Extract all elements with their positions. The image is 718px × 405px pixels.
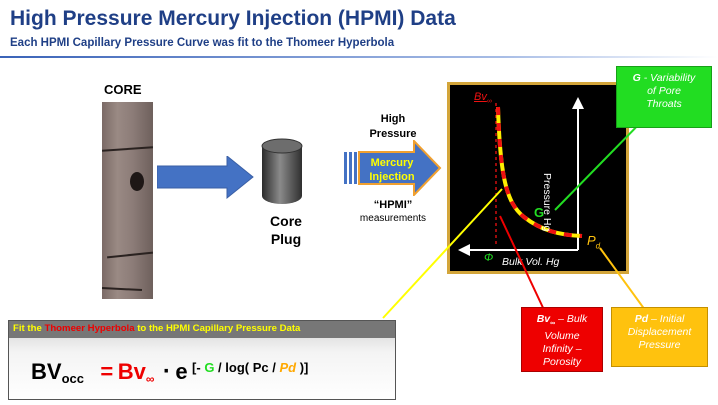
- pd-callout-line2: Displacement: [627, 326, 692, 338]
- bv-callout: Bv∞ – Bulk Volume Infinity – Porosity: [521, 307, 603, 372]
- bv-callout-line1: – Bulk: [555, 313, 588, 325]
- eq-exp-open: [-: [192, 360, 205, 375]
- plot-g-label: G: [534, 205, 545, 220]
- mercury-line: Mercury: [370, 157, 414, 169]
- plot-bv-label: Bv∞: [474, 91, 492, 106]
- eq-exp-g: G: [204, 360, 215, 375]
- core-plug-label: Core Plug: [262, 212, 310, 248]
- core-sample-image: [101, 102, 154, 299]
- eq-lhs-sub: occ: [61, 371, 84, 387]
- pd-leader-line: [599, 247, 646, 311]
- plug-label-line1: Core: [270, 213, 302, 229]
- hpmi-measurements-label: “HPMI” measurements: [350, 199, 436, 225]
- plot-pd-label: Pd: [587, 233, 601, 251]
- eq-bv-sub: ∞: [145, 372, 155, 387]
- pd-callout-line3: Pressure: [638, 339, 681, 351]
- pd-callout: Pd – Initial Displacement Pressure: [611, 307, 708, 367]
- bv-callout-line3: Infinity –: [542, 343, 582, 356]
- thomeer-equation: BVocc = Bv∞ · e [- G / log( Pc / Pd )]: [31, 358, 308, 386]
- plot-x-axis-label: Bulk Vol. Hg: [502, 256, 560, 268]
- plot-graphics: [458, 97, 584, 256]
- bv-leader-line: [499, 215, 546, 313]
- title-divider: [0, 56, 718, 58]
- mercury-injection-label: Mercury Injection: [356, 156, 428, 184]
- g-callout-symbol: G: [632, 72, 641, 84]
- high-pressure-label: High Pressure: [350, 112, 436, 142]
- equation-box: Fit the Thomeer Hyperbola to the HPMI Ca…: [8, 320, 396, 400]
- high-pressure-line2: Pressure: [369, 128, 417, 140]
- core-plug-icon: [261, 138, 303, 204]
- eq-sign: =: [100, 359, 114, 384]
- g-callout-line1: - Variability: [640, 72, 696, 84]
- equation-header-bar: [9, 321, 395, 338]
- y-axis-arrowhead: [572, 97, 584, 109]
- hpmi-quote: “HPMI”: [373, 199, 413, 211]
- core-label: CORE: [104, 82, 142, 97]
- eq-lhs: BV: [31, 359, 62, 384]
- core-vug: [130, 172, 144, 191]
- measurements-text: measurements: [359, 213, 427, 224]
- g-leader-line: [554, 114, 649, 211]
- page-subtitle: Each HPMI Capillary Pressure Curve was f…: [10, 37, 395, 49]
- g-callout: G - Variability of Pore Throats: [616, 66, 712, 128]
- eq-exp-mid: / log( Pc /: [214, 360, 280, 375]
- g-callout-line3: Throats: [646, 98, 682, 110]
- eq-exp-close: )]: [296, 360, 309, 375]
- mercury-injection-arrow: [344, 140, 442, 196]
- eq-dot: ·: [162, 358, 171, 385]
- plug-label-line2: Plug: [270, 231, 302, 247]
- pd-callout-symbol: Pd: [634, 313, 649, 325]
- injection-line: Injection: [369, 171, 415, 183]
- eq-exp-pd: Pd: [279, 360, 297, 375]
- page-title: High Pressure Mercury Injection (HPMI) D…: [10, 7, 456, 30]
- x-axis-arrowhead: [458, 244, 470, 256]
- thomeer-curve-dash: [496, 106, 583, 238]
- equation-header: Fit the Thomeer Hyperbola to the HPMI Ca…: [13, 323, 301, 334]
- eq-bv: Bv: [117, 359, 146, 384]
- pd-callout-line1: – Initial: [648, 313, 685, 325]
- bv-callout-line2: Volume: [544, 330, 580, 343]
- equation-leader-line: [382, 188, 503, 319]
- eq-e: e: [175, 359, 188, 384]
- high-pressure-line1: High: [380, 113, 406, 125]
- plot-phi-label: Φ: [484, 252, 494, 264]
- capillary-pressure-plot: Bv∞ Pressure Hg Bulk Vol. Hg G Pd Φ: [447, 82, 629, 274]
- g-callout-line2: of Pore: [647, 85, 681, 97]
- bv-callout-line4: Porosity: [543, 356, 581, 369]
- core-to-plug-arrow: [157, 156, 254, 200]
- bv-callout-symbol: Bv: [536, 313, 551, 325]
